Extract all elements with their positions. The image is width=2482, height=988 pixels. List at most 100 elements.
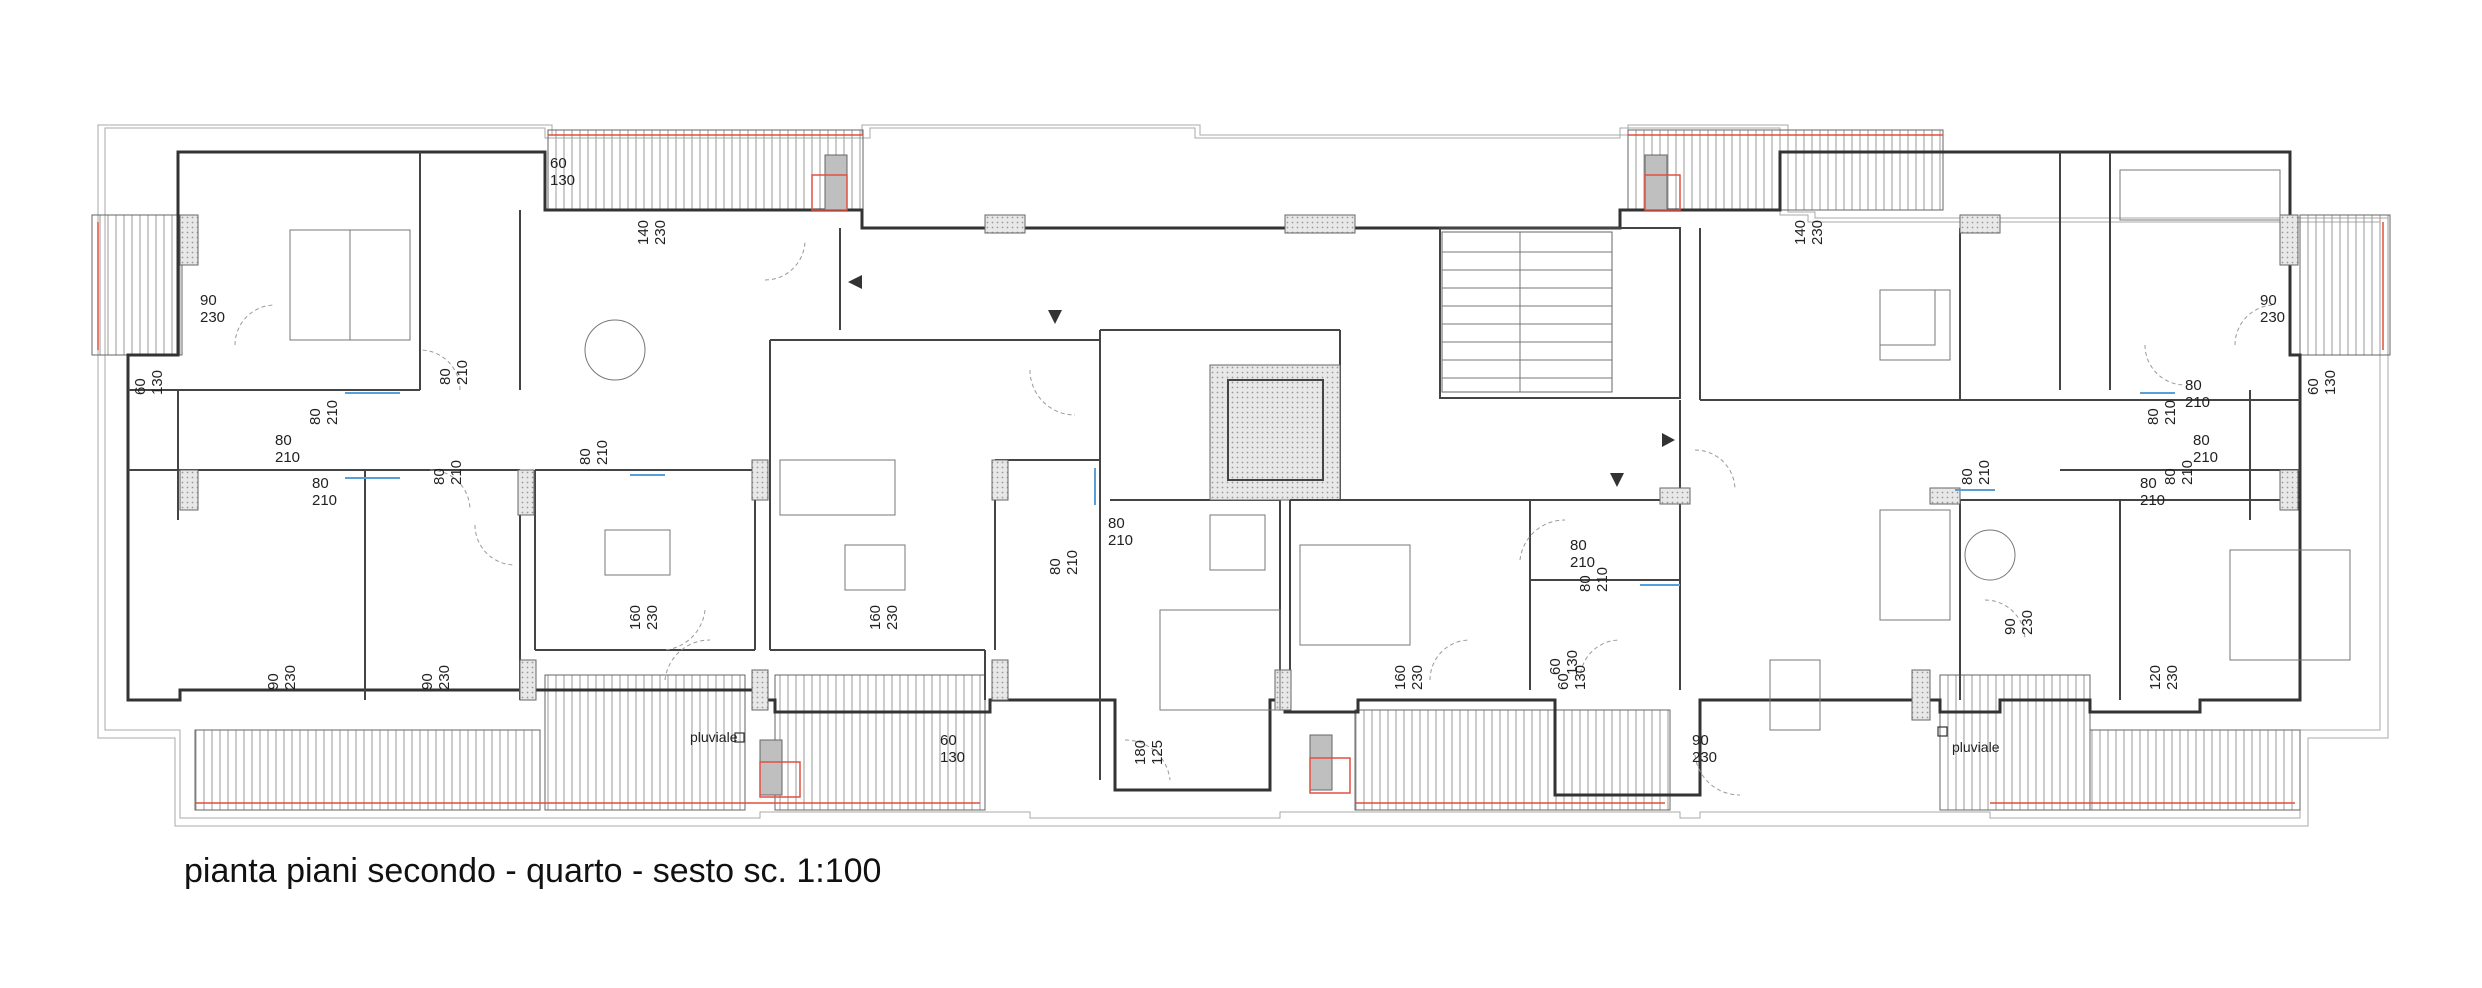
- pluviale-label-right: pluviale: [1952, 739, 2000, 755]
- dimension-height: 130: [149, 370, 166, 395]
- dimension-width: 160: [627, 605, 644, 630]
- dimension-height: 230: [1692, 749, 1717, 766]
- pluviale-marker-left: [734, 732, 745, 743]
- dimension-width: 80: [2162, 468, 2179, 485]
- dimension-width: 160: [1392, 665, 1409, 690]
- dimension-width: 80: [2145, 408, 2162, 425]
- windows: [345, 392, 2175, 586]
- dimension-height: 210: [454, 360, 471, 385]
- dimension-width: 60: [1555, 673, 1572, 690]
- dimension-width: 80: [2185, 377, 2202, 394]
- dimension-height: 210: [1570, 554, 1595, 571]
- dimension-height: 230: [1809, 220, 1826, 245]
- dimension-width: 90: [200, 292, 217, 309]
- dimension-height: 230: [2260, 309, 2285, 326]
- dimension-width: 60: [132, 378, 149, 395]
- pluviale-marker-right: [1937, 726, 1948, 737]
- dimension-height: 210: [324, 400, 341, 425]
- entry-arrows: [848, 275, 1675, 487]
- dimension-width: 180: [1132, 740, 1149, 765]
- dimension-height: 130: [550, 172, 575, 189]
- dimension-height: 210: [2185, 394, 2210, 411]
- dimension-width: 80: [577, 448, 594, 465]
- balconies: [91, 129, 2391, 811]
- dimension-width: 80: [275, 432, 292, 449]
- dimension-height: 210: [2162, 400, 2179, 425]
- dimension-height: 230: [2019, 610, 2036, 635]
- dimension-height: 125: [1149, 740, 1166, 765]
- balcony-bottom-2: [544, 674, 746, 811]
- dimension-width: 120: [2147, 665, 2164, 690]
- dimension-width: 60: [1547, 658, 1564, 675]
- dimension-height: 210: [275, 449, 300, 466]
- dimension-height: 230: [1409, 665, 1426, 690]
- dimension-width: 80: [2193, 432, 2210, 449]
- pillars: [179, 214, 2299, 721]
- dimension-height: 130: [2322, 370, 2339, 395]
- flues: [759, 154, 1681, 798]
- dimension-width: 80: [1047, 558, 1064, 575]
- dimension-width: 60: [550, 155, 567, 172]
- dimension-width: 80: [437, 368, 454, 385]
- dimension-height: 210: [1976, 460, 1993, 485]
- balcony-bottom-1: [194, 729, 541, 811]
- dimension-height: 210: [1108, 532, 1133, 549]
- dimension-height: 210: [1064, 550, 1081, 575]
- dimension-height: 210: [2193, 449, 2218, 466]
- dimension-width: 160: [867, 605, 884, 630]
- dimension-height: 130: [1572, 665, 1589, 690]
- drawing-caption: pianta piani secondo - quarto - sesto sc…: [184, 852, 882, 890]
- dimension-width: 90: [2002, 618, 2019, 635]
- dimension-height: 230: [436, 665, 453, 690]
- dimension-width: 80: [2140, 475, 2157, 492]
- dimension-width: 140: [635, 220, 652, 245]
- balcony-bottom-4: [1354, 709, 1671, 811]
- dimension-height: 230: [282, 665, 299, 690]
- dimension-width: 90: [2260, 292, 2277, 309]
- balcony-bottom-3: [774, 674, 986, 811]
- balcony-right: [2299, 214, 2391, 356]
- balcony-bottom-5: [1939, 674, 2091, 811]
- dimension-width: 90: [265, 673, 282, 690]
- dimension-width: 80: [1108, 515, 1125, 532]
- dimension-width: 80: [312, 475, 329, 492]
- dimension-width: 80: [431, 468, 448, 485]
- balcony-top-right: [1627, 129, 1944, 211]
- dimension-height: 230: [652, 220, 669, 245]
- staircase: [1441, 231, 1613, 393]
- balcony-top-left: [547, 129, 864, 211]
- dimension-height: 130: [1564, 650, 1581, 675]
- dimension-height: 230: [200, 309, 225, 326]
- dimension-width: 60: [2305, 378, 2322, 395]
- dimension-width: 80: [1570, 537, 1587, 554]
